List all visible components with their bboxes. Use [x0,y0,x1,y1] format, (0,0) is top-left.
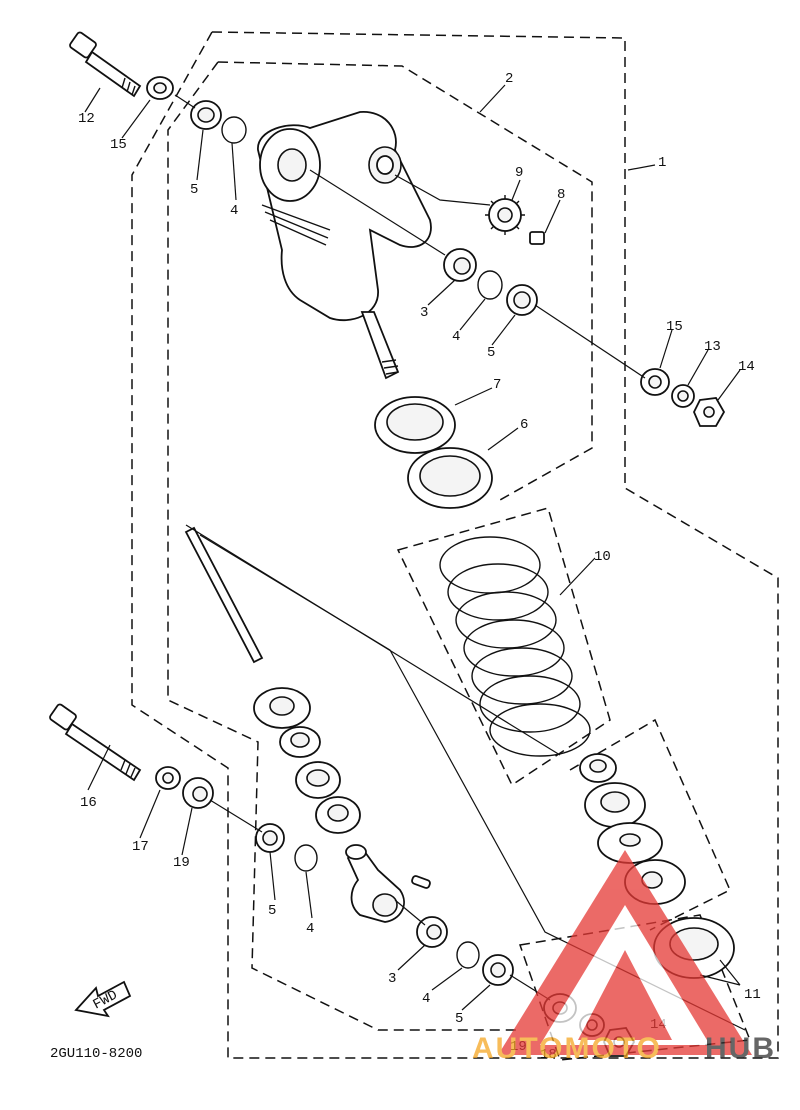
collar-19-left-drawing [182,777,214,809]
nut-14-upper-drawing [693,397,726,427]
callout-9: 9 [515,165,523,181]
callout-numbers: 12 15 5 4 2 1 9 8 3 4 5 15 13 14 7 6 10 … [78,71,761,1063]
callout-4-lower-left: 4 [306,921,314,937]
bolt-12-drawing [69,31,142,98]
logo-text-automoto: AUTOMOTO [472,1032,662,1065]
diagram-code: 2GU110-8200 [50,1046,142,1062]
callout-14-upper: 14 [738,359,755,375]
fwd-arrow: FWD [74,980,132,1018]
callout-1: 1 [658,155,666,171]
washer-17-drawing [155,766,181,790]
adjuster-9-drawing [485,195,525,235]
callout-4-upper: 4 [230,203,238,219]
circlip-4-lower-right-drawing [456,941,480,969]
callout-11: 11 [744,987,761,1003]
logo-triangle-core [578,950,672,1040]
callout-17: 17 [132,839,149,855]
callout-5-lower-left: 5 [268,903,276,919]
seal-5-mid-drawing [506,284,538,316]
circlip-4-mid-drawing [477,270,503,300]
callout-3-upper: 3 [420,305,428,321]
callout-10: 10 [594,549,611,565]
callout-5-upper: 5 [190,182,198,198]
callout-3-lower: 3 [388,971,396,987]
callout-4-lower-right: 4 [422,991,430,1007]
lower-eye-drawing [345,844,431,923]
logo-text-hub: HUB [705,1032,776,1065]
callout-15-right: 15 [666,319,683,335]
callout-7: 7 [493,377,501,393]
circlip-4-lower-left-drawing [294,844,318,872]
watermark-logo: AUTOMOTO HUB [472,850,776,1065]
shock-body-drawing [257,111,432,380]
callout-15-upper: 15 [110,137,127,153]
washer-13-drawing [671,384,695,408]
bushing-3-upper-drawing [443,248,477,282]
callout-2: 2 [505,71,513,87]
screw-8-drawing [529,231,545,245]
callout-5-lower-right: 5 [455,1011,463,1027]
callout-19-left: 19 [173,855,190,871]
callout-5-mid: 5 [487,345,495,361]
callout-4-mid: 4 [452,329,460,345]
callout-8: 8 [557,187,565,203]
bump-rubber-stack-drawing [253,687,361,834]
callout-13: 13 [704,339,721,355]
bolt-16-drawing [49,703,142,782]
seal-5-upper-drawing [190,100,222,130]
circlip-4-upper-drawing [221,116,247,144]
spring-10-drawing [439,536,591,757]
ring-nut-7-drawing [374,396,456,454]
callout-6: 6 [520,417,528,433]
dashed-group-outlines [131,31,779,1061]
callout-16: 16 [80,795,97,811]
seal-5-lower-left-drawing [255,823,285,853]
push-rod-drawing [184,526,264,664]
collar-15-right-drawing [640,368,670,396]
callout-12: 12 [78,111,95,127]
collar-15-upper-drawing [146,76,174,100]
ring-nut-6-drawing [407,447,493,509]
seal-5-lower-right-drawing [482,954,514,986]
